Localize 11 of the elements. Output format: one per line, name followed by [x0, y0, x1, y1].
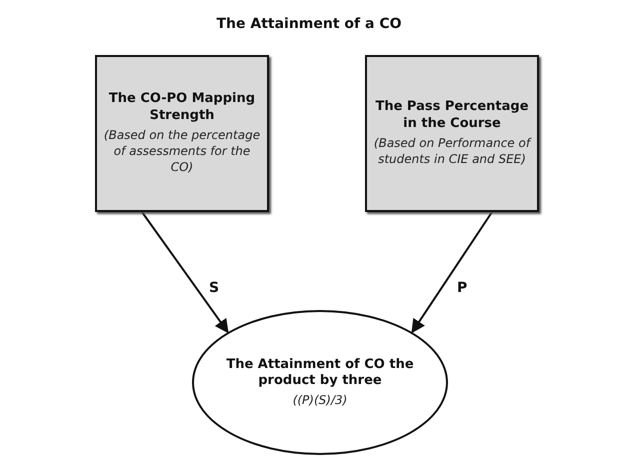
node-heading: The Pass Percentage in the Course	[374, 99, 530, 134]
node-note: ((P)(S)/3)	[292, 392, 348, 408]
node-heading: The CO-PO Mapping Strength	[108, 91, 256, 126]
node-heading: The Attainment of CO the product by three	[225, 356, 415, 390]
input-box	[95, 55, 269, 212]
arrow	[411, 211, 493, 334]
node-note: (Based on the percentage of assessments for the CO)	[103, 127, 261, 176]
diagram-title: The Attainment of a CO	[215, 16, 402, 32]
arrow	[141, 211, 229, 334]
input-box	[365, 55, 539, 212]
node-note: (Based on Performance of students in CIE and SEE)	[373, 135, 531, 168]
